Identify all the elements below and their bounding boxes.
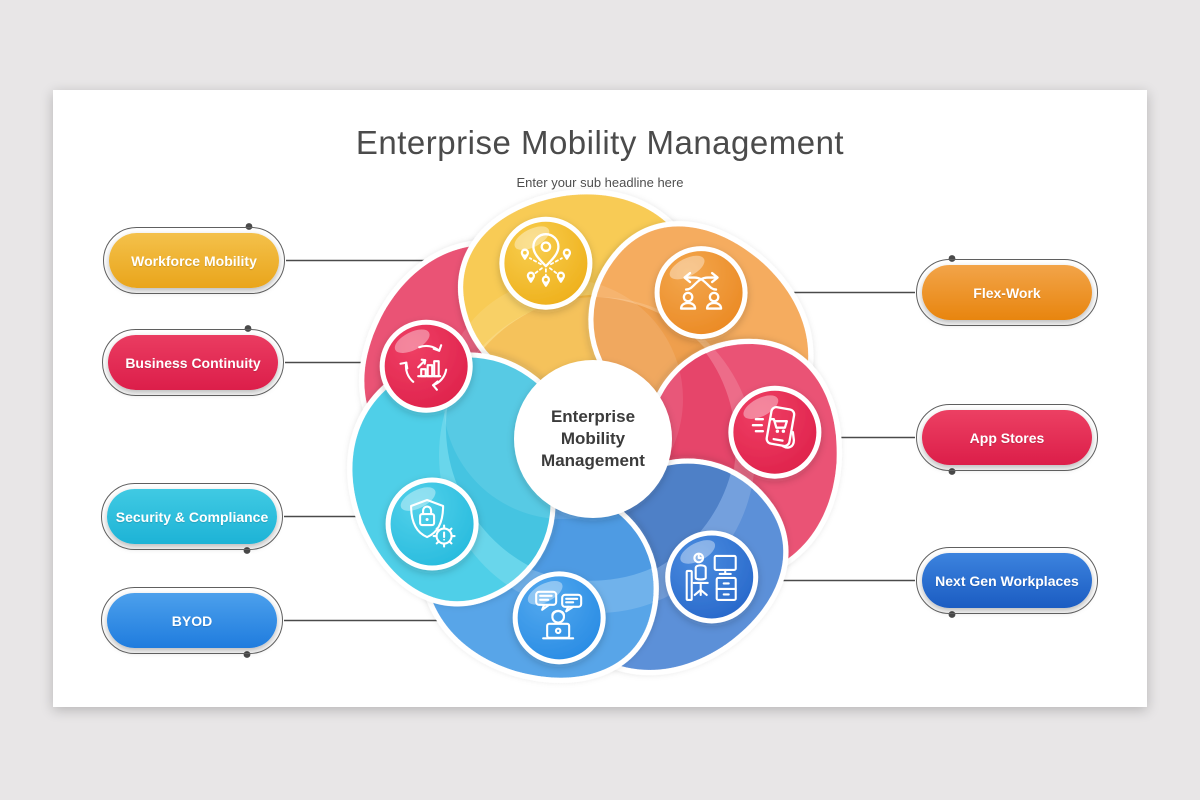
shield-lock-gear-icon bbox=[410, 498, 456, 548]
center-line: Mobility bbox=[560, 429, 626, 448]
center-line: Management bbox=[541, 451, 645, 470]
icon-circle-workforce-mobility bbox=[499, 216, 593, 310]
label-pill-security-compliance: Security & Compliance bbox=[101, 483, 283, 550]
pill-label: Business Continuity bbox=[125, 354, 261, 371]
chart-cycle-icon bbox=[399, 344, 448, 391]
pill-label: Workforce Mobility bbox=[131, 252, 257, 269]
slide-title: Enterprise Mobility Management bbox=[355, 124, 845, 161]
location-network-icon bbox=[520, 233, 572, 287]
connector-dot-flex-work bbox=[948, 255, 956, 262]
icon-circle-next-gen-workplaces bbox=[665, 530, 759, 624]
center-circle bbox=[514, 360, 672, 518]
connectors bbox=[243, 223, 956, 658]
label-pill-byod: BYOD bbox=[101, 587, 283, 654]
connector-dot-next-gen-workplaces bbox=[948, 611, 956, 618]
icon-circle-flex-work bbox=[654, 246, 748, 340]
label-pill-flex-work: Flex-Work bbox=[916, 259, 1098, 326]
connector-dot-workforce-mobility bbox=[245, 223, 253, 230]
connector-dot-business-continuity bbox=[244, 325, 252, 332]
pill-label: App Stores bbox=[969, 429, 1045, 446]
person-laptop-chat-icon bbox=[535, 590, 583, 640]
connector-dot-app-stores bbox=[948, 468, 956, 475]
label-pill-workforce-mobility: Workforce Mobility bbox=[103, 227, 285, 294]
desk-workspace-icon bbox=[685, 552, 737, 602]
icon-circle-byod bbox=[512, 571, 606, 665]
connector-dot-security-compliance bbox=[243, 547, 251, 554]
icon-circle-business-continuity bbox=[379, 319, 473, 413]
label-pill-app-stores: App Stores bbox=[916, 404, 1098, 471]
label-pill-business-continuity: Business Continuity bbox=[102, 329, 284, 396]
icon-circle-security-compliance bbox=[385, 477, 479, 571]
center-line: Enterprise bbox=[550, 407, 636, 426]
connector-dot-byod bbox=[243, 651, 251, 658]
phone-cart-icon bbox=[751, 406, 796, 449]
diagram-center-label: Enterprise Mobility Management bbox=[521, 406, 665, 472]
label-pill-next-gen-workplaces: Next Gen Workplaces bbox=[916, 547, 1098, 614]
shuffle-people-icon bbox=[679, 271, 723, 310]
pill-label: BYOD bbox=[171, 612, 213, 629]
pill-label: Flex-Work bbox=[973, 284, 1041, 301]
slide-subtitle: Enter your sub headline here bbox=[516, 175, 684, 190]
icon-circle-app-stores bbox=[728, 385, 822, 479]
pill-label: Next Gen Workplaces bbox=[935, 572, 1079, 589]
pill-label: Security & Compliance bbox=[115, 508, 269, 525]
